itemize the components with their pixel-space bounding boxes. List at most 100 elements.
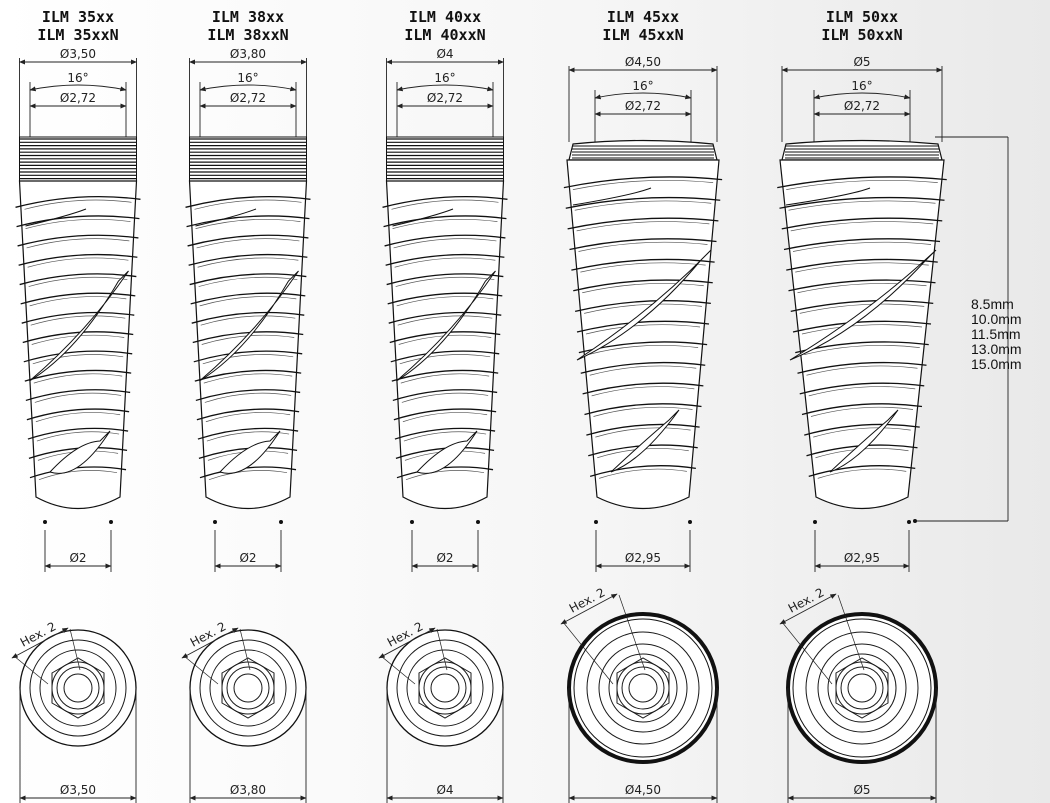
apex-point [109,520,113,524]
thread-turn [382,195,508,208]
thread-turn [197,257,299,268]
outer-circle [786,612,938,764]
apex-point [688,520,692,524]
thread-turn [801,403,923,416]
hex-socket [616,657,670,719]
thread-turn [23,350,133,363]
thread-turn [393,238,497,249]
thread-turn [797,361,927,374]
angle-arc [813,92,911,100]
cutting-flute [610,409,680,473]
thread-turn [591,386,695,397]
angle-label: 16° [851,79,872,93]
cutting-flute [396,270,496,382]
thread-turn [27,427,129,440]
thread-turn [397,315,493,326]
apex-dimension-label: Ø2,95 [625,551,661,565]
inner-ring [199,639,297,737]
thread-turn [204,392,292,403]
ext-line [183,655,219,685]
hex-leader [378,627,436,659]
thread-turn [21,311,135,324]
diameter-dimension-label: Ø3,50 [60,47,96,61]
hex-leader [779,593,837,625]
thread-turn [565,196,721,209]
implant-body [185,180,311,510]
thread-turn [573,279,713,292]
thread-turn [582,382,704,395]
thread-turn [589,465,696,477]
thread-turn [389,331,501,344]
length-label: 15.0mm [971,356,1022,372]
thread-turn [585,324,701,335]
thread-turn [593,406,693,417]
thread-turn [26,238,130,249]
implant-body [382,180,508,510]
thread-turn [790,221,934,232]
thread-turn [806,365,918,376]
cutting-flute [29,270,129,382]
thread-turn [792,320,932,333]
thread-turn [187,234,309,247]
ext-line [562,621,614,685]
thread-turn [195,218,301,229]
thread-turn [393,408,497,421]
implant-code-n: ILM 45xxN [602,26,683,44]
angle-label: 16° [237,71,258,85]
apex-dimension-label: Ø2,95 [844,551,880,565]
thread-turn [385,253,505,266]
implant-code: ILM 50xx [826,8,898,26]
thread-turn [792,241,932,252]
thread-turn [20,292,136,305]
thread-turn [808,465,916,477]
implant-code-n: ILM 50xxN [821,26,902,44]
angle-arc [396,84,494,92]
thread-turn [200,315,296,326]
thread-turn [25,389,131,402]
bottom-diameter-dimension-label: Ø4 [436,783,453,797]
thread-turn [574,200,712,211]
thread-turn [202,354,294,365]
angle-arc [199,84,297,92]
body-outline [188,180,308,510]
thread-turn [804,344,920,355]
collar-shape [568,139,718,161]
thread-turn [185,195,311,208]
cutting-flute [195,208,257,227]
outer-circle [19,629,137,747]
hex-socket [835,657,889,719]
collar-dimension-label: Ø2,72 [844,99,880,113]
thread-turn [191,311,305,324]
thread-turn [584,303,702,314]
thread-turn [33,373,123,384]
inner-ring [598,643,688,733]
thread-turn [810,406,914,417]
collar-threads [781,139,943,161]
ext-line [380,655,416,685]
top-view [19,629,137,747]
diameter-dimension-label: Ø3,80 [230,47,266,61]
implant-code: ILM 35xx [42,8,114,26]
hex-leader [11,627,69,659]
top-view [189,629,307,747]
thread-turn [194,369,302,382]
inner-ring [209,649,287,727]
cutting-flute [829,409,899,473]
thread-turn [199,466,297,479]
thread-turn [405,470,485,481]
inner-ring [827,653,897,723]
bore-circle [616,661,670,715]
thread-turn [395,276,495,287]
thread-turn [777,176,947,189]
length-label: 8.5mm [971,296,1014,312]
thread-turn [799,382,925,395]
length-label: 10.0mm [971,311,1022,327]
collar-dimension-label: Ø2,72 [427,91,463,105]
bore-circle [430,673,460,703]
thread-turn [392,218,498,229]
thread-turn [786,179,938,190]
thread-turn [390,350,500,363]
thread-turn [188,253,308,266]
